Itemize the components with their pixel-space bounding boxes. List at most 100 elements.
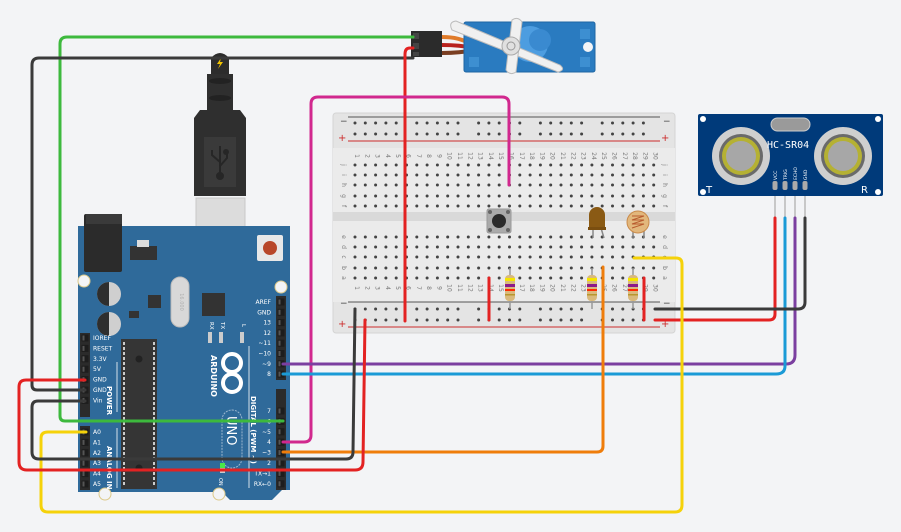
terminal-hole[interactable] — [456, 235, 460, 239]
terminal-hole[interactable] — [456, 266, 460, 270]
wire-servo-ground[interactable] — [30, 56, 415, 392]
rail-hole[interactable] — [518, 307, 522, 311]
terminal-hole[interactable] — [353, 235, 357, 239]
rail-hole[interactable] — [621, 121, 625, 125]
terminal-hole[interactable] — [621, 163, 625, 167]
terminal-hole[interactable] — [538, 204, 542, 208]
rail-hole[interactable] — [487, 121, 491, 125]
terminal-hole[interactable] — [569, 204, 573, 208]
terminal-hole[interactable] — [652, 245, 656, 249]
terminal-hole[interactable] — [528, 204, 532, 208]
terminal-hole[interactable] — [528, 173, 532, 177]
terminal-hole[interactable] — [641, 204, 645, 208]
terminal-hole[interactable] — [477, 183, 481, 187]
terminal-hole[interactable] — [435, 276, 439, 280]
terminal-hole[interactable] — [538, 245, 542, 249]
terminal-hole[interactable] — [425, 173, 429, 177]
header-pin[interactable] — [81, 344, 89, 352]
terminal-hole[interactable] — [456, 204, 460, 208]
rail-hole[interactable] — [477, 318, 481, 322]
terminal-hole[interactable] — [528, 183, 532, 187]
header-pin[interactable] — [277, 360, 285, 368]
terminal-hole[interactable] — [652, 183, 656, 187]
terminal-hole[interactable] — [435, 163, 439, 167]
terminal-hole[interactable] — [425, 276, 429, 280]
rail-hole[interactable] — [569, 121, 573, 125]
terminal-hole[interactable] — [528, 276, 532, 280]
terminal-hole[interactable] — [466, 276, 470, 280]
terminal-hole[interactable] — [569, 163, 573, 167]
terminal-hole[interactable] — [456, 183, 460, 187]
terminal-hole[interactable] — [487, 266, 491, 270]
rail-hole[interactable] — [569, 307, 573, 311]
terminal-hole[interactable] — [580, 276, 584, 280]
terminal-hole[interactable] — [446, 183, 450, 187]
terminal-hole[interactable] — [446, 173, 450, 177]
terminal-hole[interactable] — [415, 235, 419, 239]
rail-hole[interactable] — [600, 121, 604, 125]
rail-hole[interactable] — [559, 121, 563, 125]
rail-hole[interactable] — [384, 121, 388, 125]
terminal-hole[interactable] — [374, 173, 378, 177]
terminal-hole[interactable] — [528, 266, 532, 270]
rail-hole[interactable] — [569, 132, 573, 136]
terminal-hole[interactable] — [559, 235, 563, 239]
terminal-hole[interactable] — [611, 235, 614, 239]
rail-hole[interactable] — [538, 121, 542, 125]
terminal-hole[interactable] — [600, 163, 604, 167]
terminal-hole[interactable] — [477, 204, 481, 208]
rail-hole[interactable] — [497, 318, 501, 322]
rail-hole[interactable] — [559, 318, 563, 322]
terminal-hole[interactable] — [538, 266, 542, 270]
terminal-hole[interactable] — [456, 173, 460, 177]
terminal-hole[interactable] — [580, 235, 584, 239]
led[interactable] — [588, 207, 606, 239]
rail-hole[interactable] — [621, 307, 625, 311]
header-pin[interactable] — [277, 329, 285, 337]
terminal-hole[interactable] — [528, 163, 532, 167]
terminal-hole[interactable] — [394, 194, 398, 198]
terminal-hole[interactable] — [569, 255, 573, 259]
terminal-hole[interactable] — [477, 266, 481, 270]
terminal-hole[interactable] — [353, 163, 357, 167]
rail-hole[interactable] — [425, 121, 429, 125]
terminal-hole[interactable] — [435, 204, 439, 208]
terminal-hole[interactable] — [652, 204, 656, 208]
rail-hole[interactable] — [559, 132, 563, 136]
rail-hole[interactable] — [363, 121, 367, 125]
terminal-hole[interactable] — [611, 255, 614, 259]
terminal-hole[interactable] — [394, 266, 398, 270]
rail-hole[interactable] — [374, 121, 378, 125]
terminal-hole[interactable] — [590, 163, 594, 167]
terminal-hole[interactable] — [631, 183, 635, 187]
terminal-hole[interactable] — [394, 183, 398, 187]
terminal-hole[interactable] — [415, 173, 419, 177]
wire-button-pin4[interactable] — [281, 95, 511, 444]
terminal-hole[interactable] — [508, 245, 511, 249]
terminal-hole[interactable] — [456, 245, 460, 249]
terminal-hole[interactable] — [374, 163, 378, 167]
rail-hole[interactable] — [394, 132, 398, 136]
terminal-hole[interactable] — [497, 235, 501, 239]
terminal-hole[interactable] — [559, 183, 563, 187]
terminal-hole[interactable] — [600, 255, 604, 259]
terminal-hole[interactable] — [621, 245, 625, 249]
header-pin[interactable] — [277, 469, 285, 477]
rail-hole[interactable] — [559, 307, 563, 311]
terminal-hole[interactable] — [611, 173, 614, 177]
terminal-hole[interactable] — [508, 235, 511, 239]
terminal-hole[interactable] — [487, 245, 491, 249]
rail-hole[interactable] — [415, 121, 419, 125]
terminal-hole[interactable] — [477, 255, 481, 259]
rail-hole[interactable] — [435, 318, 439, 322]
terminal-hole[interactable] — [374, 255, 378, 259]
terminal-hole[interactable] — [559, 255, 563, 259]
terminal-hole[interactable] — [466, 173, 470, 177]
header-pin[interactable] — [81, 459, 89, 467]
terminal-hole[interactable] — [621, 194, 625, 198]
terminal-hole[interactable] — [538, 163, 542, 167]
terminal-hole[interactable] — [415, 276, 419, 280]
terminal-hole[interactable] — [384, 194, 388, 198]
rail-hole[interactable] — [497, 121, 501, 125]
